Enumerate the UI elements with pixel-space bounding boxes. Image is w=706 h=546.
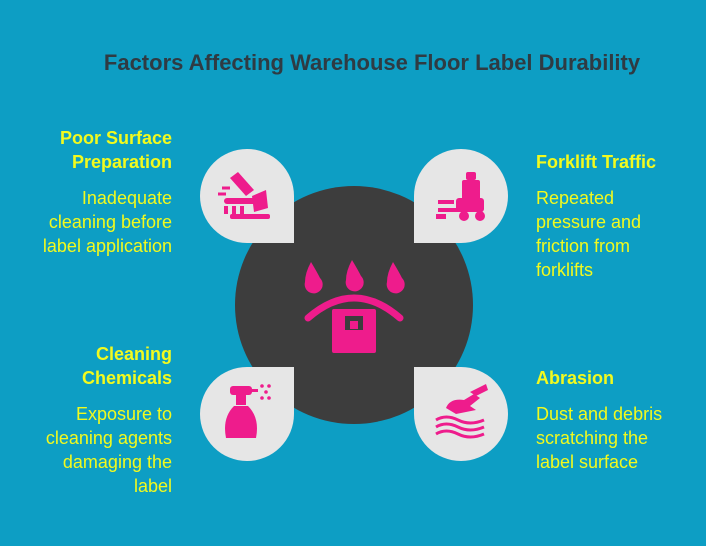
- spray-bottle-icon: [225, 384, 271, 438]
- poor-surface-description: Inadequate cleaning before label applica…: [42, 188, 172, 256]
- forklift-heading: Forklift Traffic: [536, 152, 657, 172]
- chemicals-heading: Cleaning Chemicals: [81, 344, 172, 388]
- chemicals-description: Exposure to cleaning agents damaging the…: [45, 404, 172, 496]
- center-circle: [235, 186, 473, 424]
- forklift-description: Repeated pressure and friction from fork…: [536, 188, 642, 280]
- tile-forklift: [414, 149, 508, 243]
- tile-poor-surface: [200, 149, 294, 243]
- abrasion-icon: [435, 384, 488, 439]
- tile-abrasion: [414, 367, 508, 461]
- sad-label-icon: [304, 260, 405, 353]
- abrasion-description: Dust and debris scratching the label sur…: [536, 404, 663, 472]
- page-title: Factors Affecting Warehouse Floor Label …: [103, 50, 641, 75]
- surface-cleaning-icon: [218, 172, 270, 219]
- poor-surface-heading: Poor Surface Preparation: [59, 128, 172, 172]
- abrasion-heading: Abrasion: [536, 368, 615, 388]
- forklift-icon: [436, 172, 485, 221]
